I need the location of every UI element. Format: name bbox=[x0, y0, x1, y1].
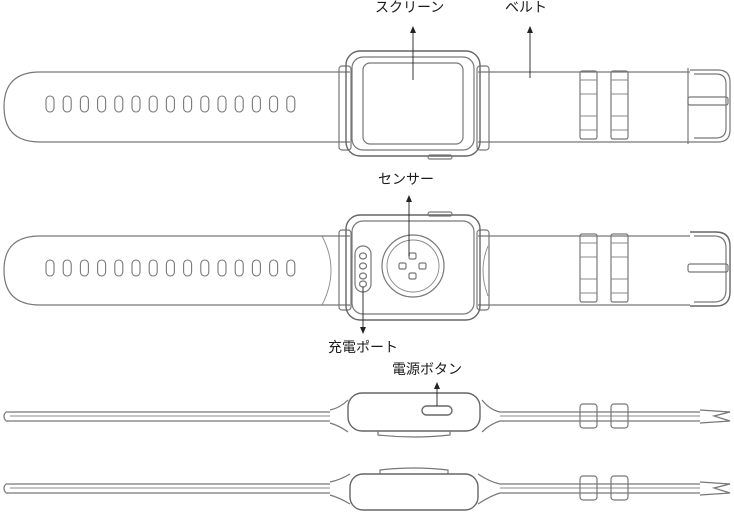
back-lug-right bbox=[476, 229, 490, 311]
strap-hole bbox=[269, 259, 279, 277]
label-belt: ベルト bbox=[505, 0, 547, 16]
back-case bbox=[345, 214, 481, 321]
back-strap-holes bbox=[45, 259, 296, 277]
front-left-strap bbox=[3, 71, 350, 143]
sensor-outer-ring bbox=[381, 234, 445, 298]
strap-hole bbox=[165, 95, 175, 113]
strap-hole bbox=[62, 95, 72, 113]
strap-hole bbox=[114, 95, 124, 113]
side-view-2 bbox=[3, 467, 731, 511]
side2-left-strap bbox=[3, 483, 330, 494]
callout-arrows bbox=[360, 26, 533, 406]
strap-hole bbox=[234, 95, 244, 113]
strap-hole bbox=[217, 95, 227, 113]
side2-loops bbox=[579, 475, 629, 501]
sensor-inner-ring bbox=[386, 239, 440, 293]
back-case-inner bbox=[351, 220, 475, 315]
back-loop-1 bbox=[579, 233, 598, 303]
sensor-leds bbox=[398, 252, 427, 280]
side-view-1 bbox=[3, 392, 731, 438]
strap-hole bbox=[286, 259, 296, 277]
front-lug-left bbox=[338, 65, 352, 151]
back-right-strap-curve bbox=[482, 245, 489, 297]
strap-hole bbox=[269, 95, 279, 113]
strap-hole bbox=[45, 95, 55, 113]
back-left-strap bbox=[3, 235, 350, 306]
strap-hole bbox=[148, 259, 158, 277]
back-loop-2 bbox=[610, 233, 629, 303]
label-sensor: センサー bbox=[378, 172, 434, 188]
strap-hole bbox=[251, 95, 261, 113]
strap-hole bbox=[79, 95, 89, 113]
side1-case bbox=[347, 392, 481, 432]
front-right-strap bbox=[478, 71, 690, 143]
front-strap-holes bbox=[45, 95, 296, 113]
strap-hole bbox=[286, 95, 296, 113]
side1-buckle bbox=[699, 409, 731, 424]
back-view bbox=[3, 211, 731, 321]
strap-hole bbox=[165, 259, 175, 277]
strap-hole bbox=[183, 259, 193, 277]
strap-hole bbox=[62, 259, 72, 277]
front-view bbox=[3, 50, 731, 160]
front-lug-right bbox=[476, 65, 490, 151]
front-loop-2 bbox=[610, 70, 629, 140]
side2-buckle bbox=[699, 481, 731, 496]
strap-hole bbox=[97, 95, 107, 113]
side2-case bbox=[349, 473, 479, 511]
side1-right-strap bbox=[481, 399, 700, 433]
strap-hole bbox=[45, 259, 55, 277]
strap-hole bbox=[114, 259, 124, 277]
side2-right-strap bbox=[477, 473, 700, 505]
strap-hole bbox=[251, 259, 261, 277]
power-button bbox=[421, 405, 453, 416]
strap-hole bbox=[79, 259, 89, 277]
strap-hole bbox=[131, 95, 141, 113]
strap-hole bbox=[200, 259, 210, 277]
front-side-button bbox=[427, 154, 453, 160]
label-power-button: 電源ボタン bbox=[392, 362, 462, 378]
strap-hole bbox=[200, 95, 210, 113]
label-screen: スクリーン bbox=[375, 0, 445, 16]
side1-left-strap bbox=[3, 411, 330, 422]
label-charging-port: 充電ポート bbox=[328, 340, 398, 356]
side1-loops bbox=[579, 403, 629, 429]
charging-pins bbox=[358, 252, 368, 288]
front-loop-1 bbox=[579, 70, 598, 140]
strap-hole bbox=[131, 259, 141, 277]
strap-hole bbox=[183, 95, 193, 113]
front-buckle bbox=[687, 68, 731, 144]
back-right-strap bbox=[478, 235, 690, 306]
strap-hole bbox=[148, 95, 158, 113]
back-side-button bbox=[427, 211, 453, 217]
strap-hole bbox=[234, 259, 244, 277]
back-left-strap-curve bbox=[321, 235, 332, 306]
back-buckle bbox=[687, 231, 731, 307]
strap-hole bbox=[217, 259, 227, 277]
strap-hole bbox=[97, 259, 107, 277]
back-lug-left bbox=[338, 229, 352, 311]
